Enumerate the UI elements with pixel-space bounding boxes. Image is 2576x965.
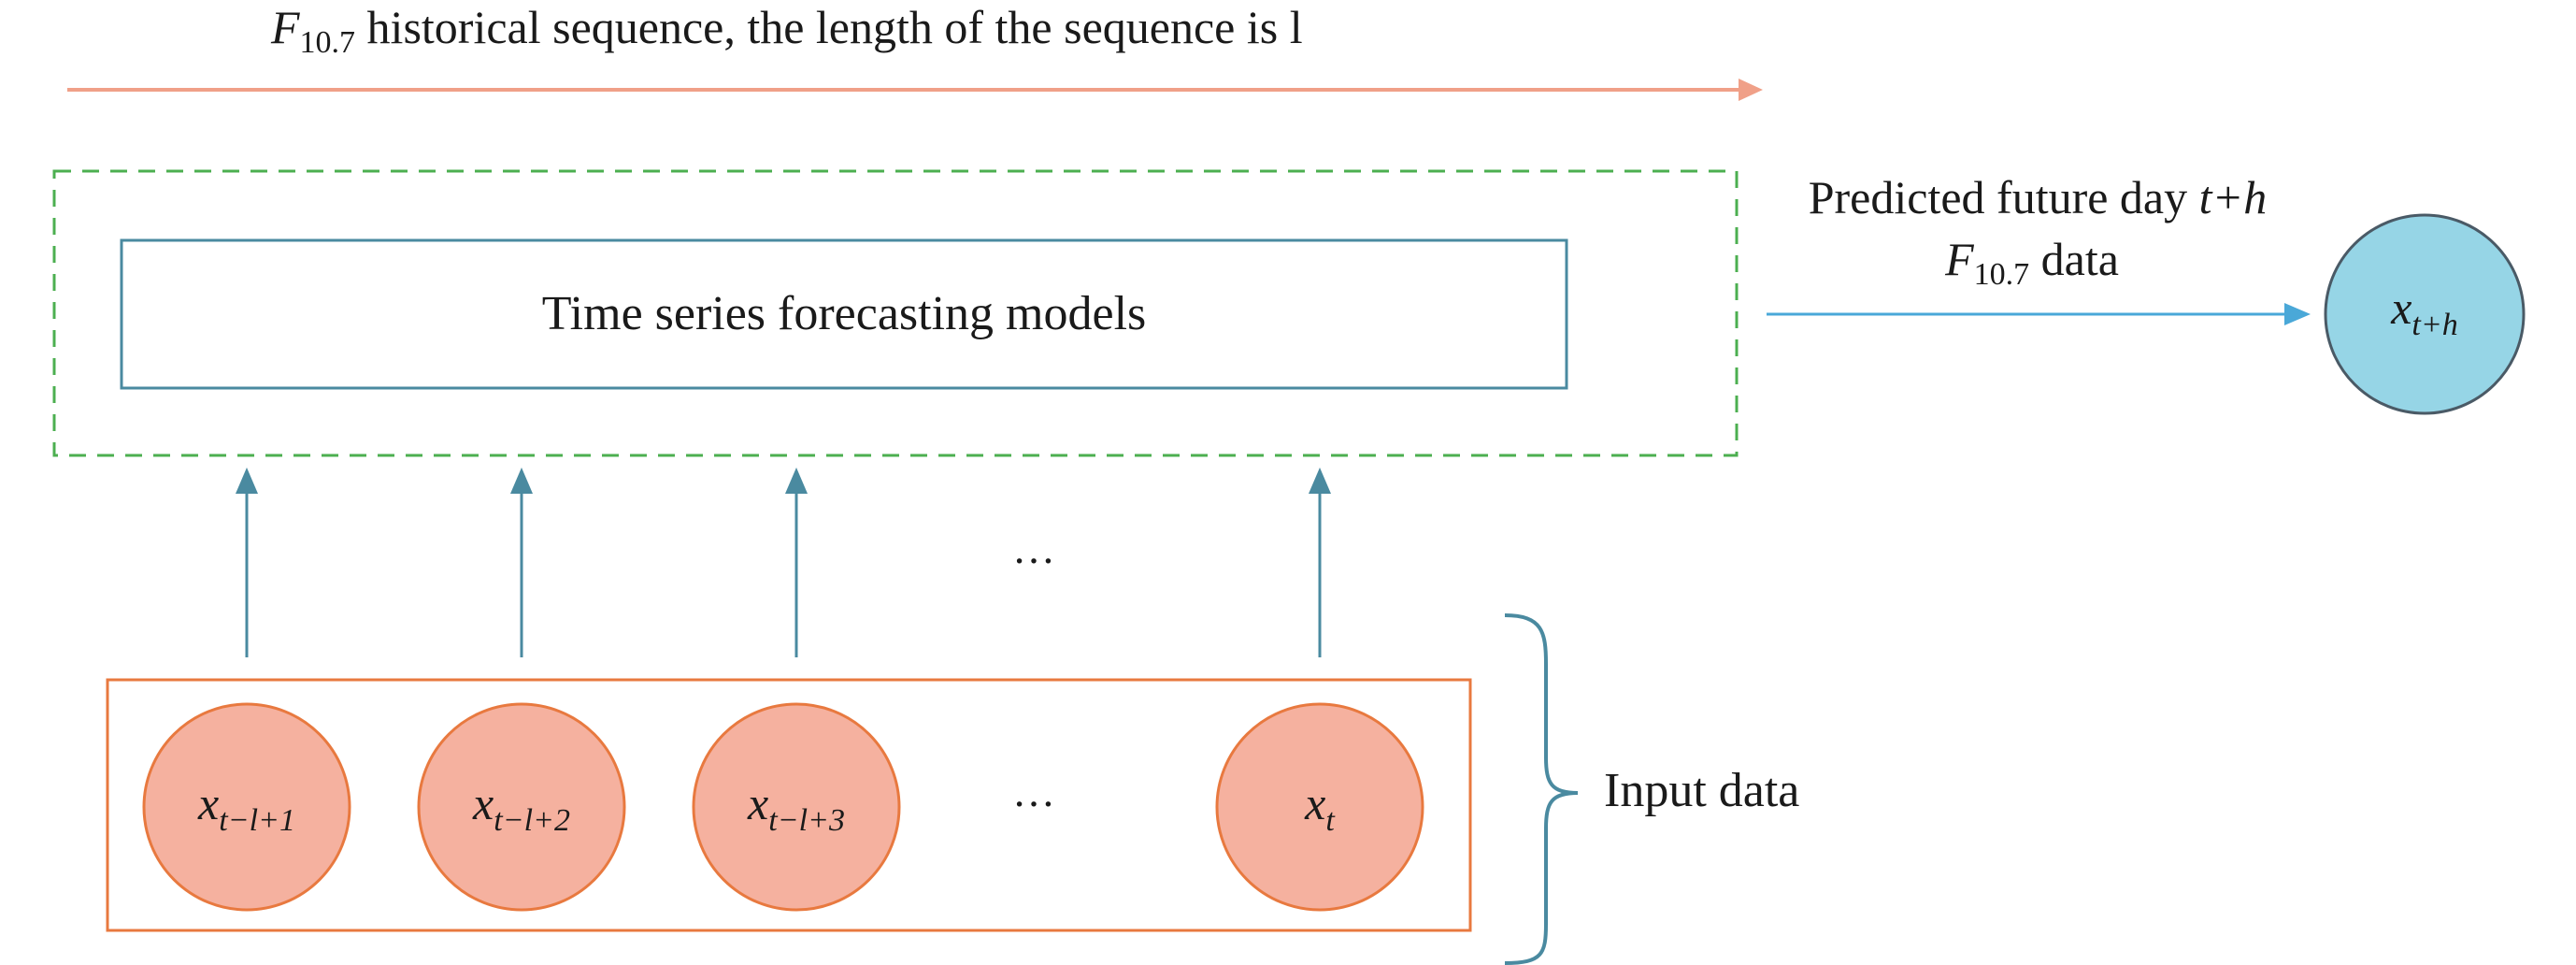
input-node-1: xt−l+1	[142, 702, 351, 912]
input-arrow-3	[785, 468, 808, 657]
input-data-label: Input data	[1604, 764, 1799, 817]
input-node-3: xt−l+3	[692, 702, 901, 912]
svg-text:xt−l+2: xt−l+2	[472, 777, 570, 838]
svg-text:xt: xt	[1304, 777, 1336, 838]
model-box	[120, 238, 1568, 390]
ellipsis-upper: …	[1012, 525, 1055, 572]
model-container-dashed	[52, 169, 1739, 457]
prediction-arrow	[1767, 303, 2311, 325]
input-arrow-1	[236, 468, 258, 657]
svg-text:xt+h: xt+h	[2390, 281, 2458, 342]
sequence-title: F10.7 historical sequence, the length of…	[270, 1, 1303, 60]
input-arrow-4	[1309, 468, 1331, 657]
input-brace	[1504, 613, 1579, 965]
input-arrow-2	[510, 468, 533, 657]
svg-text:xt−l+1: xt−l+1	[197, 777, 295, 838]
predicted-label-line2: F10.7 data	[1944, 233, 2119, 292]
predicted-label-line1: Predicted future day t+h	[1809, 171, 2268, 223]
timeline-arrow	[67, 79, 1763, 101]
input-node-2: xt−l+2	[417, 702, 626, 912]
svg-text:xt−l+3: xt−l+3	[747, 777, 845, 838]
model-box-label: Time series forecasting models	[542, 287, 1147, 340]
ellipsis-lower: …	[1012, 768, 1055, 815]
input-node-4: xt	[1215, 702, 1424, 912]
output-node: xt+h	[2324, 213, 2526, 415]
